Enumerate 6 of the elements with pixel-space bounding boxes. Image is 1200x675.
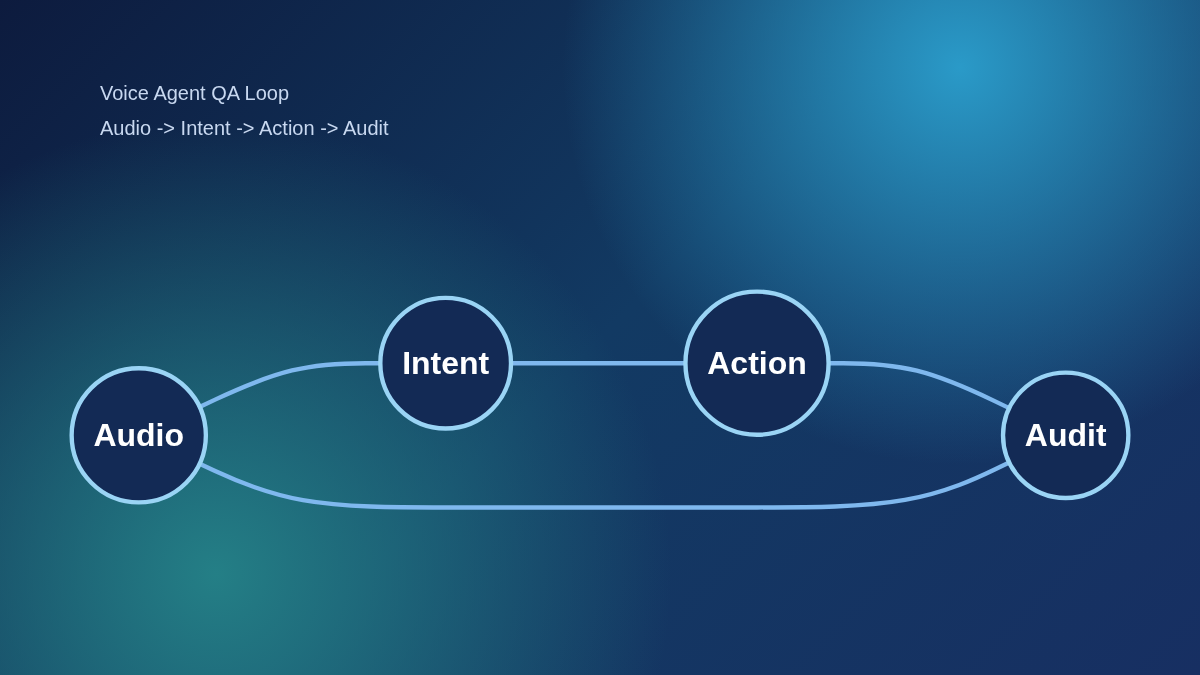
diagram-title: Voice Agent QA Loop xyxy=(100,81,290,106)
node-circle: Action xyxy=(683,289,831,438)
node-circle: Intent xyxy=(378,296,514,432)
node-circle: Audit xyxy=(1000,370,1131,501)
node-circle: Audio xyxy=(69,366,209,506)
subtitle-text: Audio -> Intent -> Action -> Audit xyxy=(100,116,389,141)
